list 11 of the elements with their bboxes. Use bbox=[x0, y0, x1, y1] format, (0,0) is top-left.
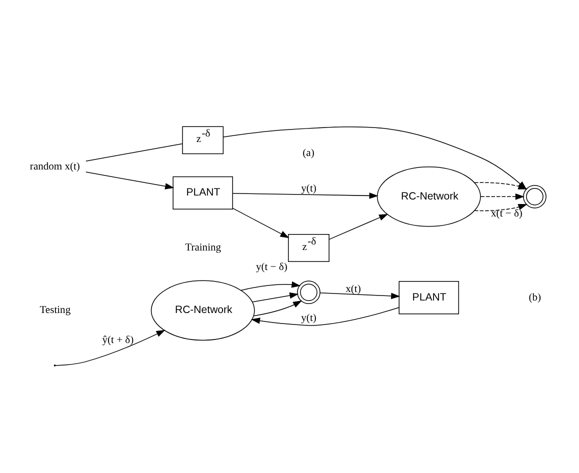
label: Training bbox=[185, 242, 222, 254]
edge-label: x(t) bbox=[346, 284, 361, 295]
node-label: x(t − δ) bbox=[491, 208, 522, 220]
edge-label: y(t) bbox=[301, 313, 316, 324]
node-label: y(t − δ) bbox=[256, 262, 288, 273]
label: (a) bbox=[302, 148, 314, 159]
edge-label: y(t) bbox=[301, 184, 316, 195]
label: (b) bbox=[528, 292, 541, 304]
node-text: random x(t) bbox=[30, 161, 80, 172]
edge-label: ŷ(t + δ) bbox=[102, 334, 134, 346]
label: Testing bbox=[40, 305, 71, 316]
